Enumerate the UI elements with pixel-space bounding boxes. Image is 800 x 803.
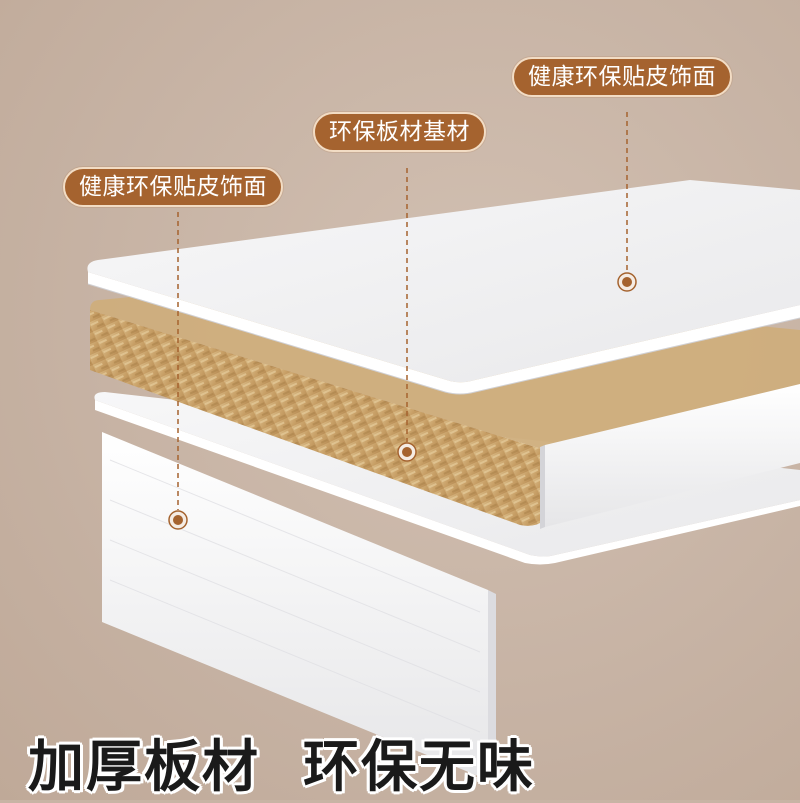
top-veneer-board — [87, 180, 800, 395]
headline: 加厚板材 环保无味 — [28, 722, 535, 803]
callout-lines — [177, 112, 628, 510]
label-bottom-surface: 健康环保贴皮饰面 — [63, 167, 283, 207]
marker-top-surface — [617, 272, 637, 292]
label-core-board: 环保板材基材 — [313, 112, 486, 152]
headline-part1: 加厚板材 — [28, 735, 260, 800]
headline-part2: 环保无味 — [303, 735, 535, 800]
marker-core-board — [397, 442, 417, 462]
label-top-surface: 健康环保贴皮饰面 — [512, 57, 732, 97]
front-veneer-strip — [102, 432, 496, 782]
side-veneer-strip — [540, 384, 800, 529]
marker-bottom-surface — [168, 510, 188, 530]
